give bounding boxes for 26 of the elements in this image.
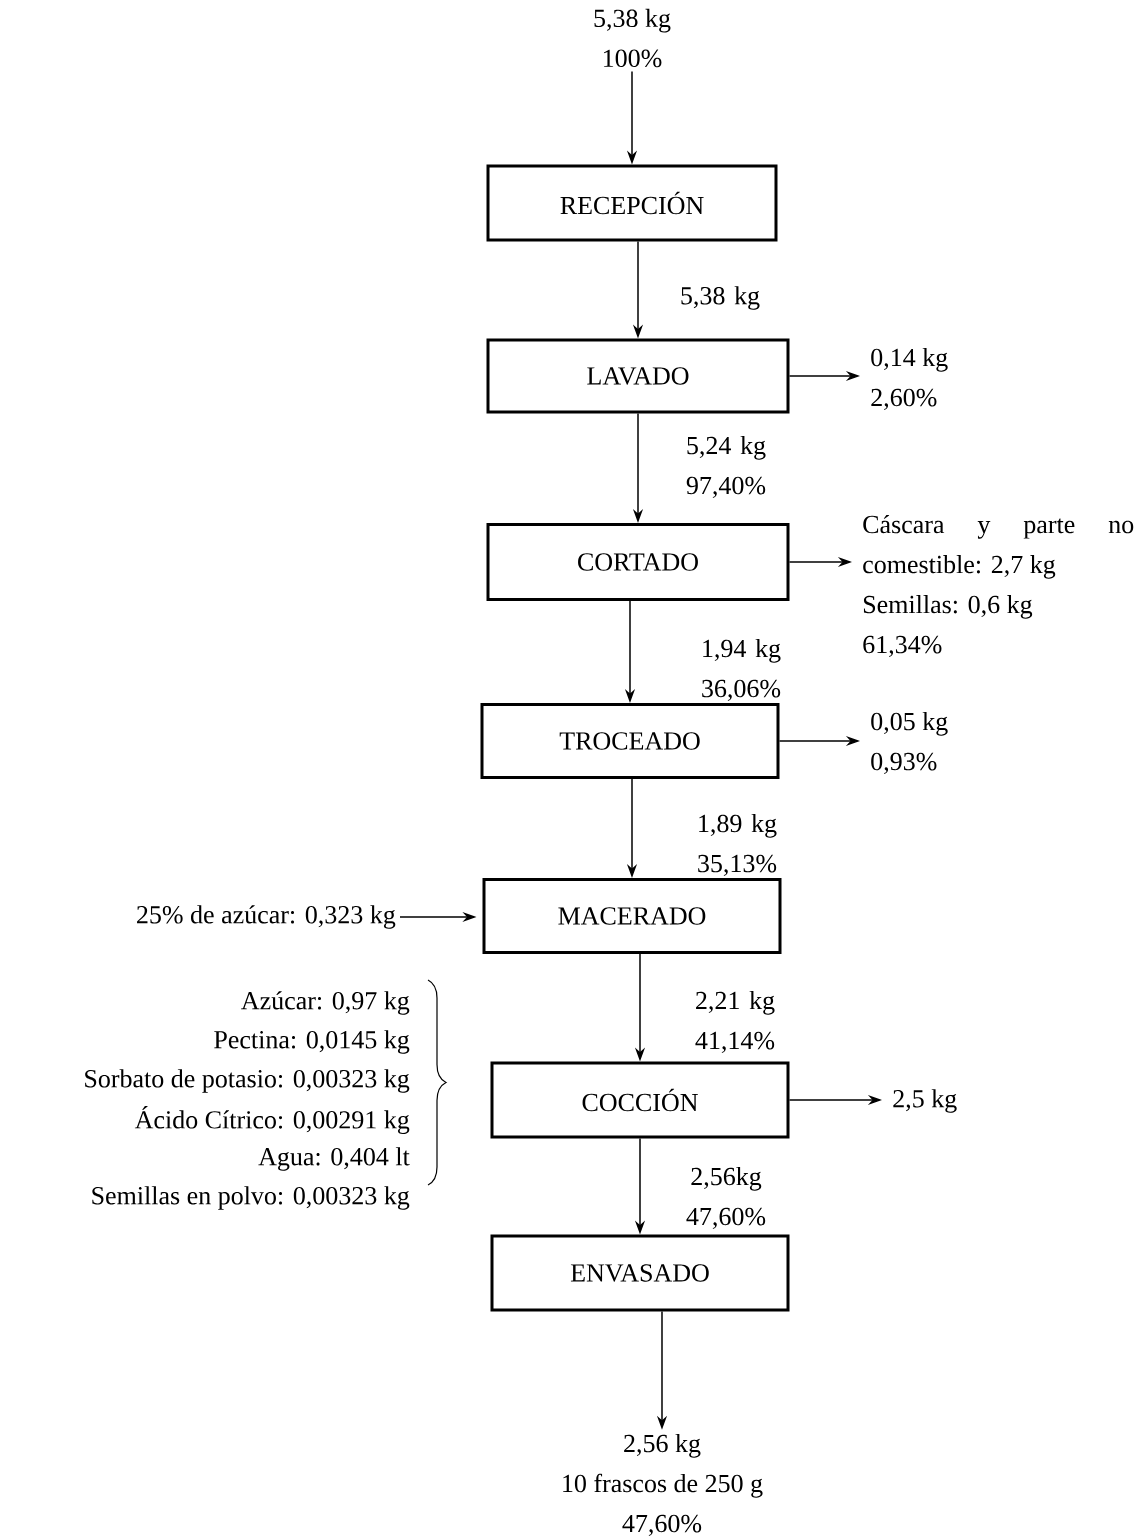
process-box: CORTADO [486,523,790,601]
flow-text: 2,56 kg 10 frascos de 250 g 47,60% [563,1434,763,1537]
ingredient-label: Sorbato de potasio: 0,00323 kg [85,1069,410,1093]
process-box: TROCEADO [480,703,780,779]
edge-label: 5,24 kg 97,40% [686,436,766,499]
flow-text: 2,5 kg [893,1089,957,1113]
process-box: COCCIÓN [490,1061,790,1139]
edge-label: 1,94 kg 36,06% [702,639,781,702]
edge-label: 5,38 kg [681,286,760,310]
edge-label: 2,21 kg 41,14% [695,991,775,1054]
process-box: MACERADO [482,878,782,954]
flow-text: Cáscara y parte no comestible: 2,7 kg Semillas: 0,6 kg 61,34% [863,514,1134,658]
edge-label: 2,56kg 47,60% [686,1167,766,1230]
process-box: RECEPCIÓN [486,164,778,242]
ingredient-label: Semillas en polvo: 0,00323 kg [92,1186,410,1210]
flow-text: 25% de azúcar: 0,323 kg [137,905,396,929]
ingredient-label: Azúcar: 0,97 kg [241,991,410,1015]
edge-label: 1,89 kg 35,13% [698,814,777,877]
ingredient-label: Agua: 0,404 lt [258,1147,410,1171]
flow-text: 5,38 kg 100% [594,8,671,68]
ingredient-label: Pectina: 0,0145 kg [214,1030,410,1054]
process-box: ENVASADO [490,1234,790,1312]
ingredient-label: Ácido Cítrico: 0,00291 kg [134,1106,410,1134]
flow-text: 0,05 kg 0,93% [871,712,948,775]
flow-text: 0,14 kg 2,60% [871,348,948,411]
process-box: LAVADO [486,338,790,414]
